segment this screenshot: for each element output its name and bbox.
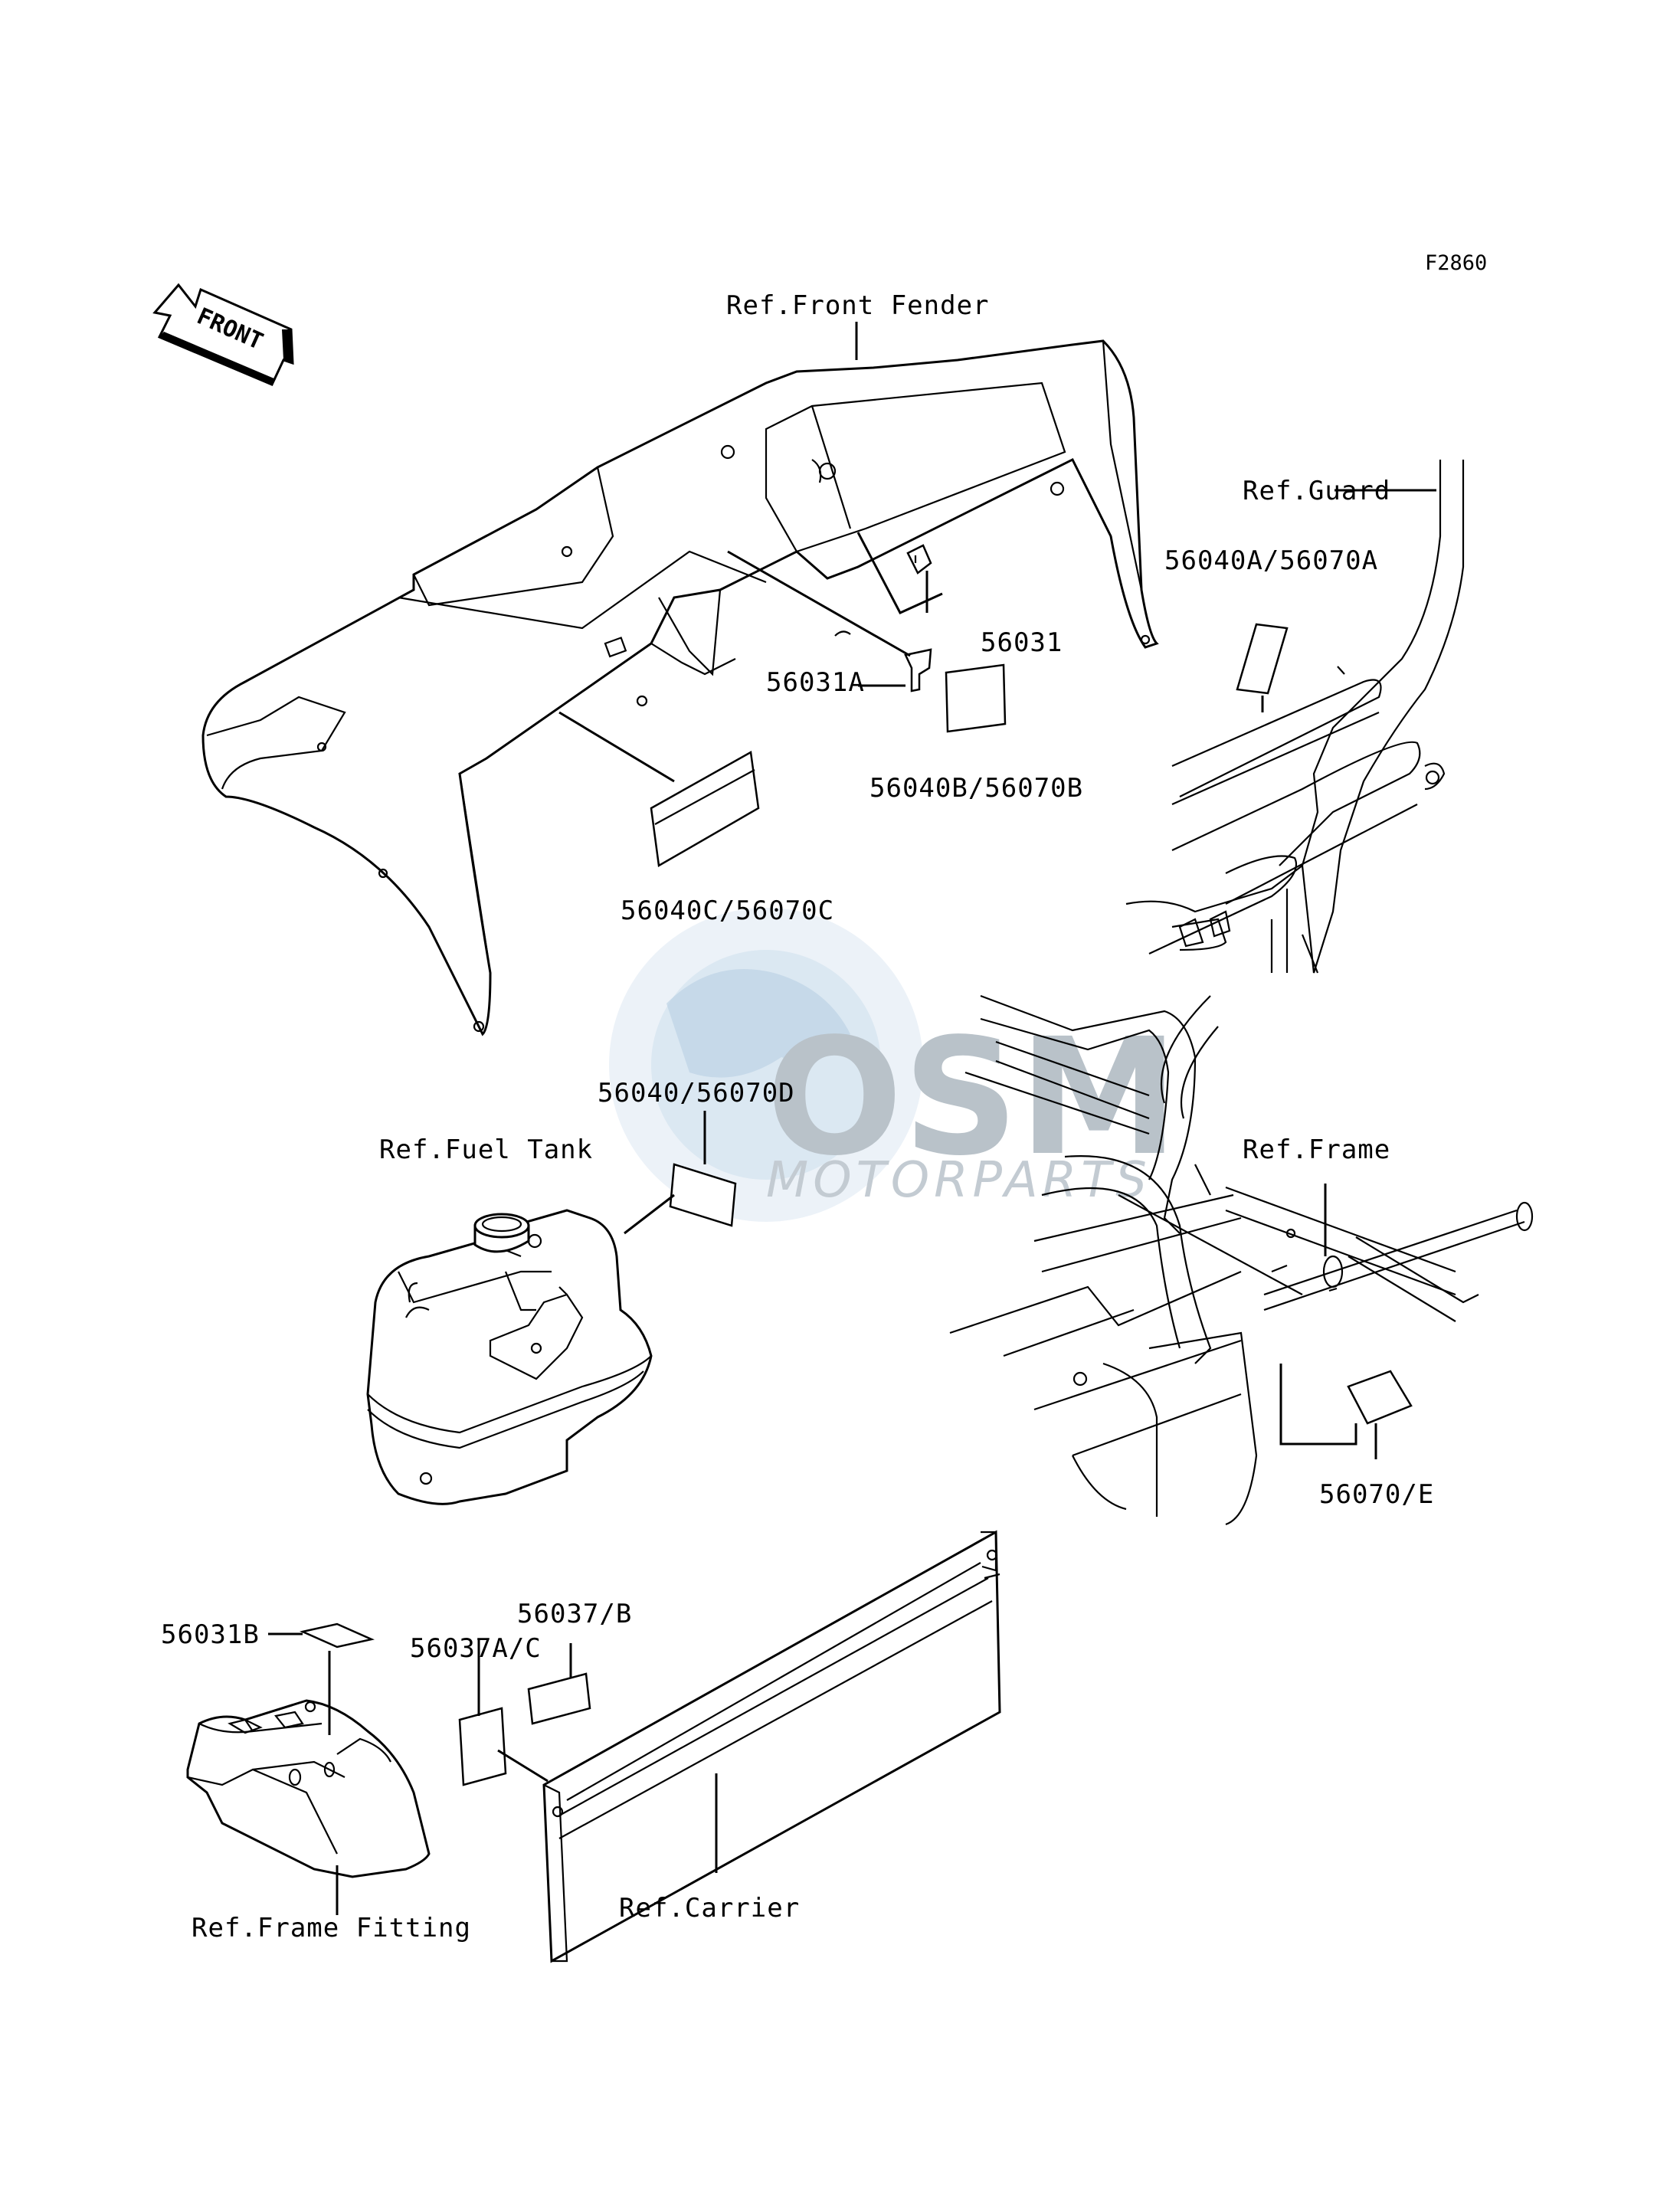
guard (1125, 460, 1465, 974)
decal-56031B (300, 1622, 375, 1649)
watermark: OSM MOTORPARTS (609, 908, 1179, 1222)
frame-fitting (186, 1651, 431, 1915)
figure-code: F2860 (1425, 251, 1487, 275)
label-ref-fuel-tank: Ref.Fuel Tank (379, 1135, 593, 1165)
label-56031B: 56031B (161, 1619, 260, 1650)
label-56037AC: 56037A/C (410, 1633, 542, 1664)
label-ref-carrier: Ref.Carrier (619, 1893, 800, 1924)
label-56070E: 56070/E (1319, 1479, 1434, 1510)
carrier (542, 1530, 1001, 1963)
label-ref-frame: Ref.Frame (1243, 1135, 1390, 1165)
label-56037B: 56037/B (517, 1599, 632, 1629)
watermark-sub: MOTORPARTS (766, 1152, 1151, 1209)
decal-56031 (906, 544, 932, 575)
label-ref-frame-fitting: Ref.Frame Fitting (192, 1913, 471, 1943)
decal-56040D (669, 1163, 737, 1227)
decal-56070E (1347, 1370, 1413, 1425)
label-ref-front-fender: Ref.Front Fender (726, 290, 990, 321)
frame (949, 994, 1534, 1526)
label-ref-guard: Ref.Guard (1243, 476, 1390, 506)
front-arrow-icon: FRONT (152, 283, 294, 386)
watermark-brand: OSM (766, 1004, 1179, 1191)
label-56031A: 56031A (766, 667, 865, 698)
label-56031: 56031 (981, 627, 1063, 658)
label-56040C: 56040C/56070C (621, 895, 834, 926)
fuel-tank (366, 1209, 653, 1505)
decal-56040B (945, 663, 1007, 733)
front-fender (201, 339, 1159, 1036)
decal-56040A (1236, 623, 1289, 695)
decal-56037AC (458, 1707, 507, 1786)
label-56040D: 56040/56070D (598, 1078, 795, 1108)
fender-decals (558, 532, 1289, 868)
decal-56040C (650, 751, 760, 868)
label-56040B: 56040B/56070B (869, 773, 1083, 804)
decal-56037B (527, 1672, 591, 1725)
label-56040A: 56040A/56070A (1164, 545, 1378, 576)
decal-56031A (904, 648, 932, 692)
